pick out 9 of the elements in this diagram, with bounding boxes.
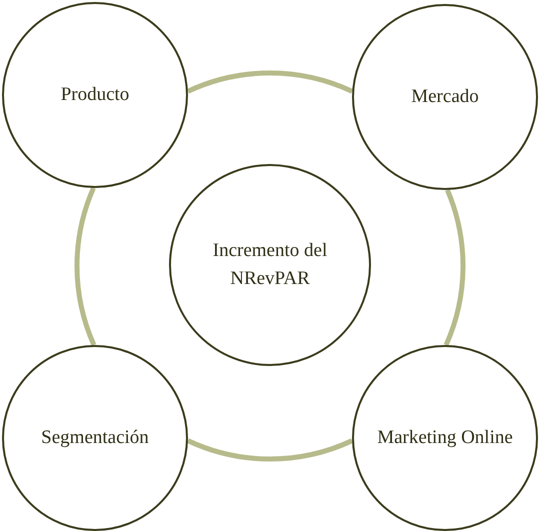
ring-arc [74, 187, 96, 346]
node-label: Incremento del NRevPAR [212, 239, 328, 291]
node-label: Marketing Online [377, 426, 513, 450]
ring-arc [187, 70, 354, 94]
ring-arc [444, 189, 466, 346]
node-label: Producto [60, 83, 130, 107]
node-label: Mercado [411, 85, 479, 109]
node-label: Segmentación [41, 426, 149, 450]
ring-arc [187, 438, 353, 462]
